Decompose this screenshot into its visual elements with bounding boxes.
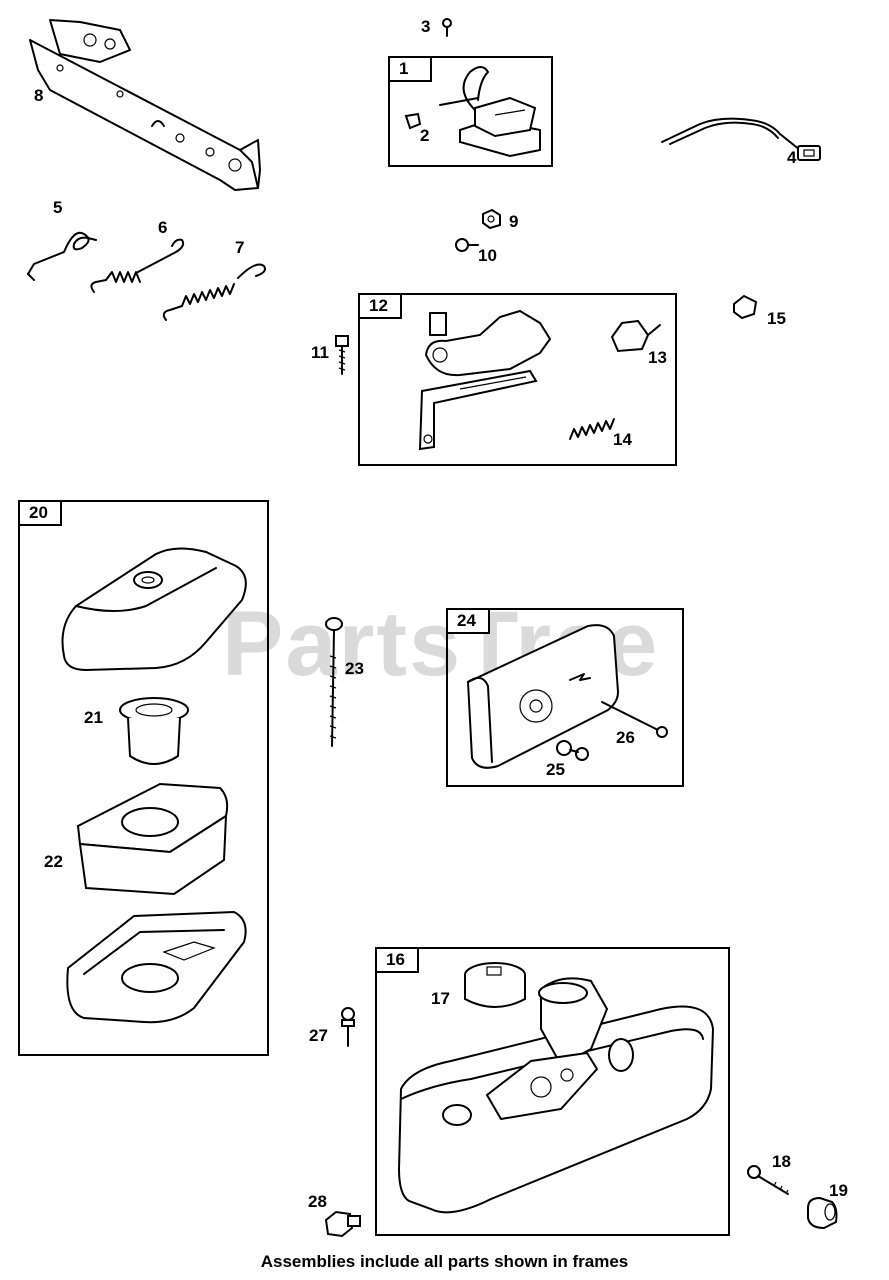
part-5-governor-spring bbox=[27, 231, 97, 281]
frame-label-12: 12 bbox=[358, 293, 402, 319]
part-6-spring bbox=[90, 238, 185, 293]
callout-7: 7 bbox=[235, 238, 245, 257]
part-27-screw bbox=[341, 1007, 355, 1047]
part-8-control-bracket bbox=[29, 19, 261, 191]
part-19-nut bbox=[807, 1196, 838, 1230]
part-7-extension-spring bbox=[162, 263, 266, 321]
callout-23: 23 bbox=[345, 659, 364, 678]
callout-11: 11 bbox=[311, 343, 329, 362]
frame-assembly-12: 12 13 14 bbox=[358, 293, 677, 466]
part-25-nut bbox=[556, 740, 589, 761]
callout-4: 4 bbox=[787, 148, 797, 167]
part-11-screw bbox=[335, 335, 349, 375]
part-3-screw-icon bbox=[442, 18, 452, 37]
frame-label-20: 20 bbox=[18, 500, 62, 526]
callout-5: 5 bbox=[53, 198, 63, 217]
part-1-ignition-coil bbox=[439, 66, 541, 158]
part-24-muffler bbox=[466, 624, 620, 769]
part-15-clip bbox=[733, 294, 758, 320]
callout-6: 6 bbox=[158, 218, 168, 237]
part-26-screw bbox=[601, 701, 668, 738]
part-2-clip bbox=[404, 112, 422, 130]
callout-25: 25 bbox=[546, 760, 565, 779]
callout-15: 15 bbox=[767, 309, 786, 328]
callout-26: 26 bbox=[616, 728, 635, 747]
callout-27: 27 bbox=[309, 1026, 328, 1045]
callout-28: 28 bbox=[308, 1192, 327, 1211]
part-21-adapter bbox=[119, 697, 189, 765]
part-14-spring bbox=[569, 418, 615, 440]
callout-19: 19 bbox=[829, 1181, 848, 1200]
frame-assembly-20: 20 21 22 bbox=[18, 500, 269, 1056]
frame-assembly-1: 1 2 bbox=[388, 56, 553, 167]
part-12-governor-control bbox=[418, 309, 552, 451]
part-air-cleaner-base bbox=[66, 910, 247, 1024]
callout-8: 8 bbox=[34, 86, 44, 105]
callout-21: 21 bbox=[84, 708, 103, 727]
callout-14: 14 bbox=[613, 430, 632, 449]
callout-17: 17 bbox=[431, 989, 450, 1008]
callout-18: 18 bbox=[772, 1152, 791, 1171]
part-17-fuel-cap bbox=[464, 962, 526, 1008]
frame-label-1: 1 bbox=[388, 56, 432, 82]
part-10-screw bbox=[455, 238, 479, 252]
frame-label-16: 16 bbox=[375, 947, 419, 973]
frame-assembly-16: 16 17 bbox=[375, 947, 730, 1236]
part-23-long-screw bbox=[325, 617, 343, 747]
part-9-nut bbox=[482, 208, 501, 230]
callout-3: 3 bbox=[421, 17, 431, 36]
callout-10: 10 bbox=[478, 246, 497, 265]
footer-caption: Assemblies include all parts shown in fr… bbox=[260, 1252, 629, 1271]
part-18-bolt bbox=[747, 1165, 789, 1195]
part-20-air-cleaner-cover bbox=[61, 547, 247, 672]
callout-9: 9 bbox=[509, 212, 519, 231]
frame-assembly-24: 24 26 25 bbox=[446, 608, 684, 787]
part-13-bracket bbox=[610, 319, 661, 353]
part-28-screw bbox=[324, 1210, 361, 1238]
callout-22: 22 bbox=[44, 852, 63, 871]
frame-label-24: 24 bbox=[446, 608, 490, 634]
callout-2: 2 bbox=[420, 126, 430, 145]
part-22-air-filter bbox=[76, 782, 229, 896]
part-16-fuel-tank bbox=[397, 977, 715, 1214]
part-4-ground-wire bbox=[661, 117, 821, 161]
callout-13: 13 bbox=[648, 348, 667, 367]
